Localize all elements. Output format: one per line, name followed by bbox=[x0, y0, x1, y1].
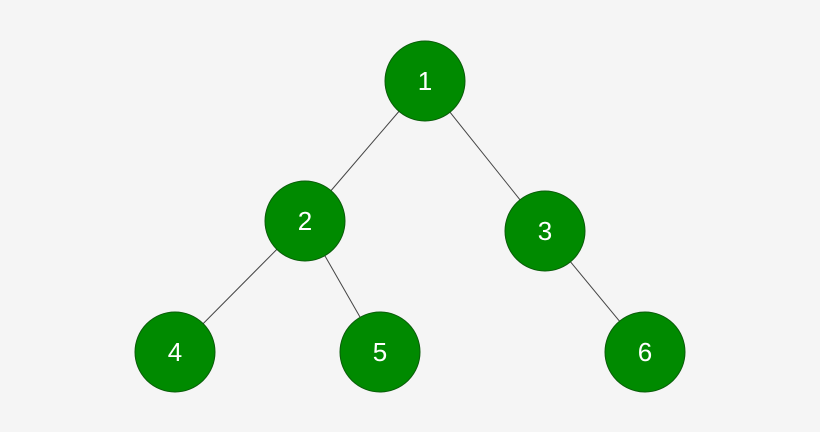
tree-node-4: 4 bbox=[134, 311, 216, 393]
edges-layer bbox=[202, 111, 620, 324]
edge-3-6 bbox=[570, 261, 620, 322]
node-label: 5 bbox=[373, 337, 387, 367]
node-label: 3 bbox=[538, 216, 552, 246]
tree-node-5: 5 bbox=[339, 311, 421, 393]
tree-node-6: 6 bbox=[604, 311, 686, 393]
node-circle bbox=[134, 311, 216, 393]
tree-node-3: 3 bbox=[504, 190, 586, 272]
tree-node-1: 1 bbox=[384, 40, 466, 122]
node-circle bbox=[264, 180, 346, 262]
node-circle bbox=[339, 311, 421, 393]
node-circle bbox=[604, 311, 686, 393]
nodes-layer: 1 2 3 4 5 6 bbox=[134, 40, 686, 393]
node-label: 2 bbox=[298, 206, 312, 236]
edge-2-5 bbox=[324, 255, 361, 318]
edge-1-2 bbox=[330, 111, 400, 191]
tree-node-2: 2 bbox=[264, 180, 346, 262]
edge-2-4 bbox=[202, 249, 278, 324]
node-circle bbox=[384, 40, 466, 122]
node-label: 4 bbox=[168, 337, 182, 367]
node-circle bbox=[504, 190, 586, 272]
edge-1-3 bbox=[449, 111, 521, 201]
node-label: 1 bbox=[418, 66, 432, 96]
node-label: 6 bbox=[638, 337, 652, 367]
